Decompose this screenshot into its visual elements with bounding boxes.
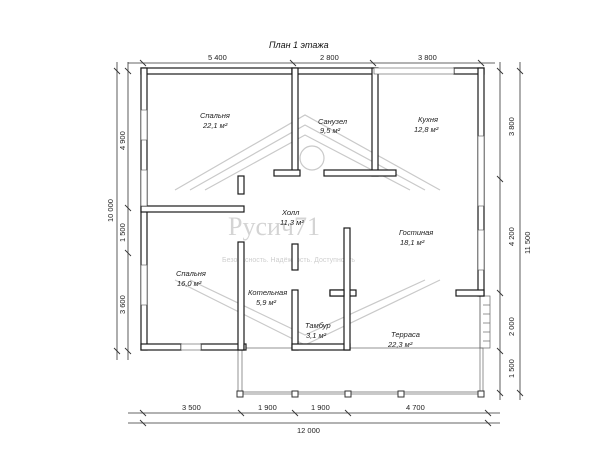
dimension-left: 10 000 4 900 1 500 3 600 xyxy=(106,62,132,360)
dim-left-2: 1 500 xyxy=(118,223,127,242)
terrace-outline xyxy=(236,295,491,398)
room-living-room: Гостиная 18,1 м² xyxy=(399,228,433,247)
dim-bottom-3: 1 900 xyxy=(311,403,330,412)
room-kitchen: Кухня 12,8 м² xyxy=(414,115,439,134)
room-area: 3,1 м² xyxy=(306,331,327,340)
room-area: 22,3 м² xyxy=(387,340,413,349)
dim-right-3: 2 000 xyxy=(507,317,516,336)
dim-right-1: 3 800 xyxy=(507,117,516,136)
dim-left-3: 3 600 xyxy=(118,295,127,314)
room-name: Спальня xyxy=(200,111,230,120)
dim-bottom-2: 1 900 xyxy=(258,403,277,412)
room-bathroom: Санузел 9,5 м² xyxy=(318,117,348,135)
dim-top-3: 3 800 xyxy=(418,53,437,62)
room-name: Холл xyxy=(281,208,300,217)
room-name: Спальня xyxy=(176,269,206,278)
room-area: 9,5 м² xyxy=(320,126,341,135)
dim-left-1: 4 900 xyxy=(118,131,127,150)
room-name: Котельная xyxy=(248,288,287,297)
room-bedroom-2: Спальня 16,0 м² xyxy=(176,269,206,288)
dim-bottom-1: 3 500 xyxy=(182,403,201,412)
room-name: Санузел xyxy=(318,117,348,126)
dim-left-total: 10 000 xyxy=(106,199,115,222)
dim-right-4: 1 500 xyxy=(507,359,516,378)
room-area: 18,1 м² xyxy=(400,238,425,247)
room-name: Тамбур xyxy=(305,321,331,330)
room-bedroom-1: Спальня 22,1 м² xyxy=(200,111,230,130)
walls xyxy=(140,67,485,351)
dimension-top: 5 400 2 800 3 800 xyxy=(128,53,495,67)
dimension-bottom: 3 500 1 900 1 900 4 700 12 000 xyxy=(128,403,500,435)
dim-right-total: 11 500 xyxy=(523,232,532,254)
dim-bottom-4: 4 700 xyxy=(406,403,425,412)
room-boiler-room: Котельная 5,9 м² xyxy=(248,288,287,307)
dimension-right: 3 800 4 200 2 000 1 500 11 500 xyxy=(496,62,532,400)
watermark: Русич71 Безопасность. Надёжность. Доступ… xyxy=(174,114,441,346)
room-area: 12,8 м² xyxy=(414,125,439,134)
windows xyxy=(140,67,485,351)
room-terrace: Терраса 22,3 м² xyxy=(387,330,420,349)
room-name: Гостиная xyxy=(399,228,433,237)
room-labels: Спальня 22,1 м² Санузел 9,5 м² Кухня 12,… xyxy=(176,111,439,349)
room-area: 22,1 м² xyxy=(202,121,228,130)
room-area: 16,0 м² xyxy=(177,279,202,288)
plan-title: План 1 этажа xyxy=(269,40,329,50)
room-area: 5,9 м² xyxy=(256,298,277,307)
watermark-tagline: Безопасность. Надёжность. Доступность xyxy=(222,257,355,264)
dim-top-1: 5 400 xyxy=(208,53,227,62)
dim-bottom-total: 12 000 xyxy=(297,426,320,435)
dim-top-2: 2 800 xyxy=(320,53,339,62)
room-name: Кухня xyxy=(418,115,438,124)
room-name: Терраса xyxy=(391,330,420,339)
room-hall: Холл 11,3 м² xyxy=(280,208,304,227)
room-area: 11,3 м² xyxy=(280,218,304,227)
room-vestibule: Тамбур 3,1 м² xyxy=(305,321,331,340)
dim-right-2: 4 200 xyxy=(507,227,516,246)
watermark-brand: Русич71 xyxy=(228,212,320,241)
